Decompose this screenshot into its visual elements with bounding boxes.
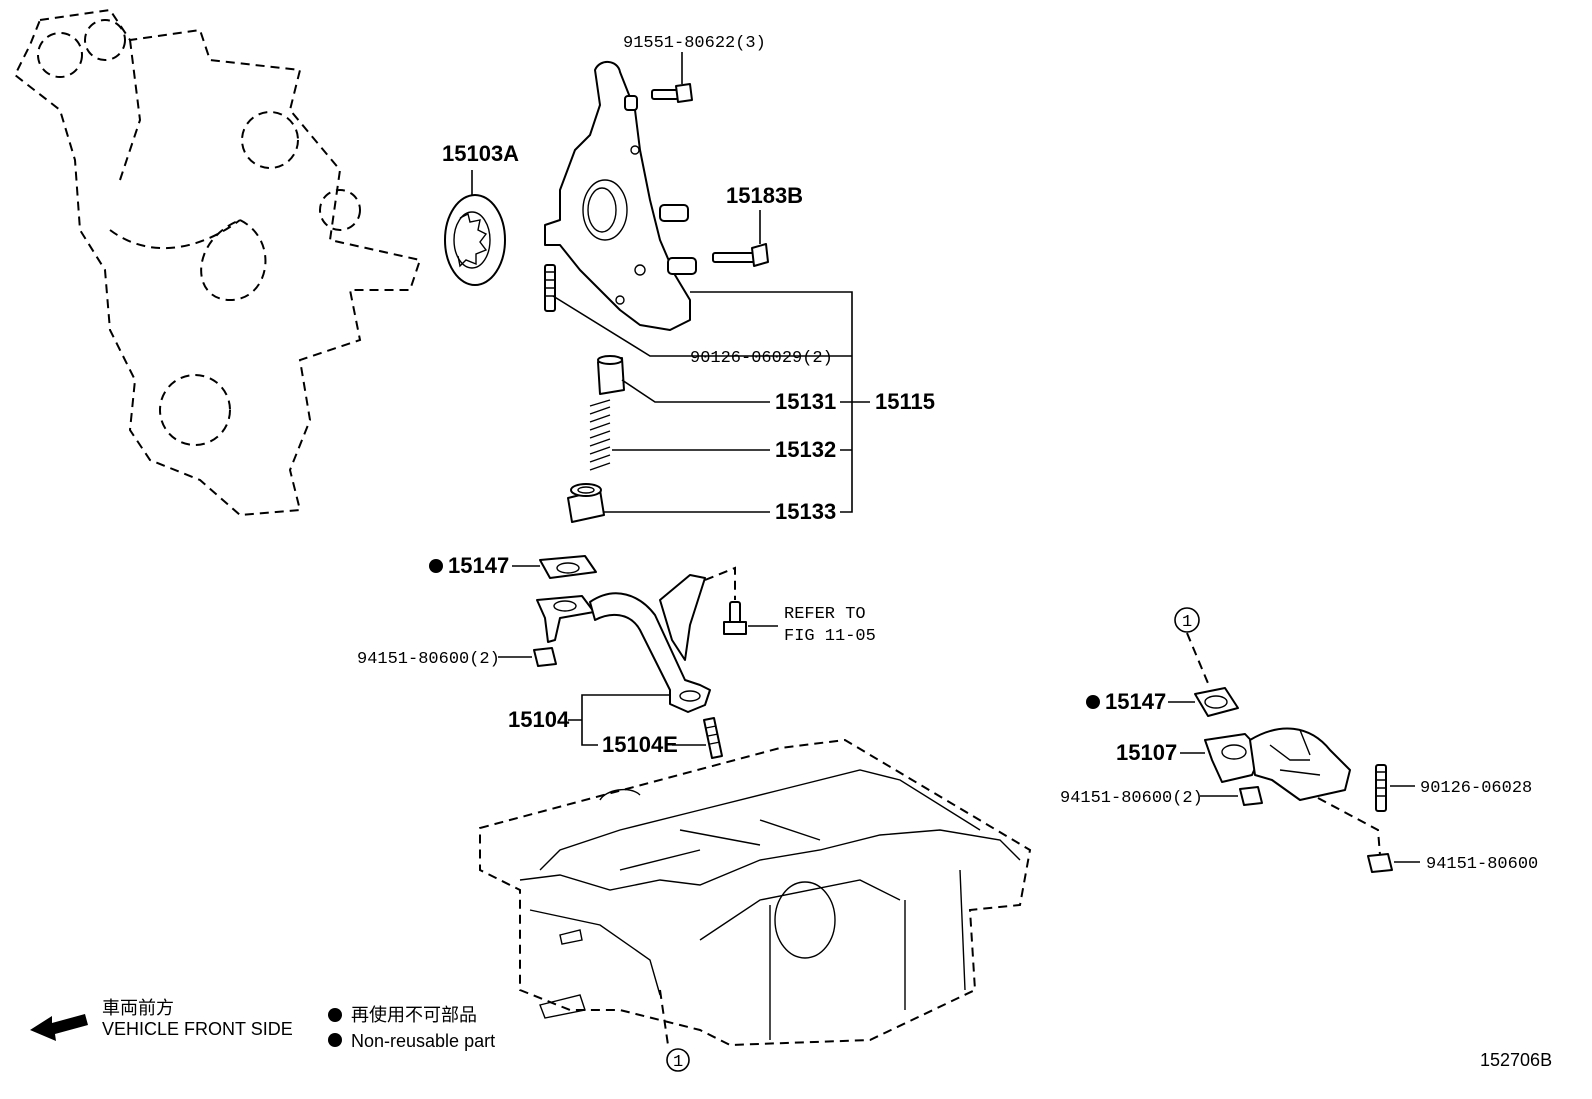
legend-nonreuse-jp: 再使用不可部品 <box>351 1005 477 1025</box>
legend-dot-en <box>328 1033 342 1047</box>
dashed-lead-pan <box>659 989 669 1046</box>
leader-15131 <box>621 379 770 403</box>
label-15107: 15107 <box>1116 740 1177 765</box>
relief-valve-15131[interactable] <box>597 355 625 395</box>
label-15131: 15131 <box>775 389 836 414</box>
oil-pump-rotor[interactable] <box>444 194 506 286</box>
figure-id: 152706B <box>1480 1050 1552 1070</box>
dashed-lead-stud <box>1317 797 1381 856</box>
gasket-15147-left[interactable] <box>539 555 597 579</box>
nonreuse-dot-left <box>429 559 443 573</box>
label-15132: 15132 <box>775 437 836 462</box>
oil-strainer-15107[interactable] <box>1204 727 1351 801</box>
legend-dot-jp <box>328 1008 342 1022</box>
label-94151-single: 94151-80600 <box>1426 855 1538 874</box>
label-15147-left: 15147 <box>448 553 509 578</box>
label-15103A: 15103A <box>442 141 519 166</box>
legend-nonreuse-en: Non-reusable part <box>351 1031 495 1051</box>
dashed-lead-right <box>1186 632 1211 689</box>
label-91551: 91551-80622(3) <box>623 34 766 53</box>
bracket-15104 <box>568 694 670 746</box>
refer-text-1: REFER TO <box>784 605 866 624</box>
nut-94151-right[interactable] <box>1239 786 1263 806</box>
label-15147-right: 15147 <box>1105 689 1166 714</box>
gasket-15147-right[interactable] <box>1194 687 1239 717</box>
bolt-15183B[interactable] <box>712 243 769 267</box>
ref-circle-top <box>1174 607 1200 633</box>
label-15133: 15133 <box>775 499 836 524</box>
label-94151-left: 94151-80600(2) <box>357 650 500 669</box>
label-90126-06028: 90126-06028 <box>1420 779 1532 798</box>
dashed-ref-line <box>704 566 736 600</box>
bolt-91551[interactable] <box>651 83 693 103</box>
refer-text-2: FIG 11-05 <box>784 627 876 646</box>
label-90126-06029: 90126-06029(2) <box>690 349 833 368</box>
label-15104E: 15104E <box>602 732 678 757</box>
oil-pan <box>479 738 1032 1047</box>
stud-15104E[interactable] <box>703 717 723 759</box>
stud-90126-06028[interactable] <box>1375 764 1387 812</box>
leader-90126-06029 <box>552 295 840 357</box>
ref-circle-top-text: 1 <box>1182 613 1192 632</box>
legend-front-jp: 車両前方 <box>102 998 174 1018</box>
timing-cover-outline <box>13 8 422 517</box>
label-15183B: 15183B <box>726 183 803 208</box>
ref-circle-bottom <box>666 1048 690 1072</box>
bracket-15115 <box>690 291 870 513</box>
nut-94151-single[interactable] <box>1367 853 1393 873</box>
spring-15132[interactable] <box>589 399 611 471</box>
label-15115: 15115 <box>875 389 935 414</box>
oil-pump-body[interactable] <box>544 61 697 331</box>
nut-94151-left[interactable] <box>533 647 557 667</box>
stud-90126-06029[interactable] <box>544 264 556 312</box>
oil-strainer-15104[interactable] <box>536 574 711 713</box>
plug-15133[interactable] <box>567 483 605 523</box>
ref-circle-bottom-text: 1 <box>673 1053 683 1072</box>
nonreuse-dot-right <box>1086 695 1100 709</box>
front-arrow-icon <box>30 1014 88 1041</box>
label-94151-right: 94151-80600(2) <box>1060 789 1203 808</box>
legend-front-en: VEHICLE FRONT SIDE <box>102 1019 293 1039</box>
label-15104: 15104 <box>508 707 570 732</box>
bolt-refer[interactable] <box>723 601 747 635</box>
